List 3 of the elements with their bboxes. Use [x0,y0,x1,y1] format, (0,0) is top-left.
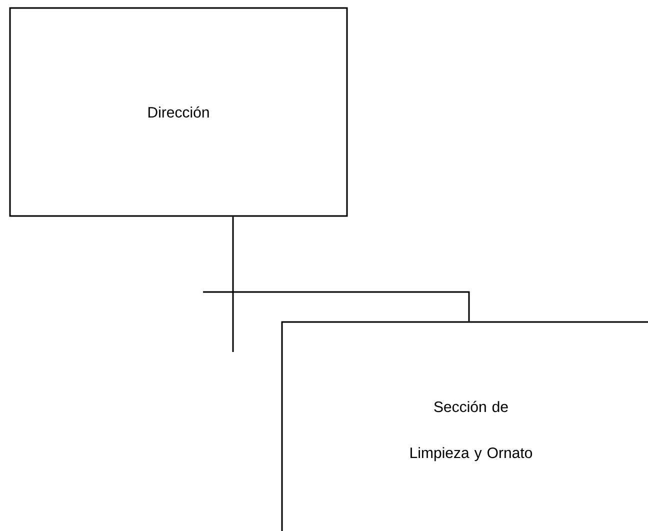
org-box: Dirección [9,7,348,217]
connector-line [232,216,470,322]
org-box: Sección de Limpieza y Ornato [281,321,648,531]
